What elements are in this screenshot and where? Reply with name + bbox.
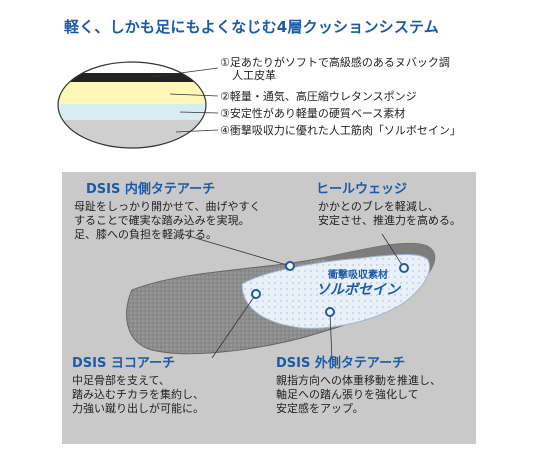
heel-wedge-body: かかとのブレを軽減し、 安定させ、推進力を高める。 xyxy=(318,200,461,227)
page-title: 軽く、しかも足にもよくなじむ4層クッションシステム xyxy=(64,18,439,36)
layer-1-label: ①足あたりがソフトで高級感のあるヌバック調 人工皮革 xyxy=(220,56,450,82)
sorbothane-pad xyxy=(241,254,430,329)
heel-wedge-title: ヒールウェッジ xyxy=(316,182,408,197)
layer-3-shape xyxy=(58,104,206,120)
sorbothane-label: 衝撃吸収素材 ソルボセイン xyxy=(316,270,400,298)
insole-illustration xyxy=(126,233,436,361)
layer-1-shape xyxy=(58,73,206,82)
transverse-arch-title: DSIS ヨコアーチ xyxy=(72,356,176,371)
insole-panel: 衝撃吸収素材 ソルボセイン DSIS 内側タテアーチ 母趾をしっかり開かせて、曲… xyxy=(62,172,476,444)
layer-2-shape xyxy=(58,82,206,104)
heel-wedge-marker xyxy=(399,263,409,273)
layer-2-label: ②軽量・通気、高圧縮ウレタンスポンジ xyxy=(220,90,417,103)
transverse-arch-body: 中足骨部を支えて、 踏み込むチカラを集約し、 力強い蹴り出しが可能に。 xyxy=(72,374,204,415)
layer-3-label: ③安定性があり軽量の硬質ベース素材 xyxy=(220,107,406,120)
inner-arch-title: DSIS 内側タテアーチ xyxy=(86,182,216,197)
outer-arch-marker xyxy=(325,307,335,317)
outer-arch-body: 親指方向への体重移動を推進し、 軸足への踏ん張りを強化して 安定感をアップ。 xyxy=(276,374,441,415)
inner-arch-body: 母趾をしっかり開かせて、曲げやすく することで確実な踏み込みを実現。 足、膝への… xyxy=(74,200,261,241)
outer-arch-title: DSIS 外側タテアーチ xyxy=(276,356,406,371)
layer-4-label: ④衝撃吸収力に優れた人工筋肉「ソルボセイン」 xyxy=(220,124,461,137)
cushion-layers-diagram xyxy=(57,61,219,149)
inner-arch-marker xyxy=(285,261,295,271)
layer-4-shape xyxy=(58,120,206,148)
transverse-arch-marker xyxy=(251,289,261,299)
